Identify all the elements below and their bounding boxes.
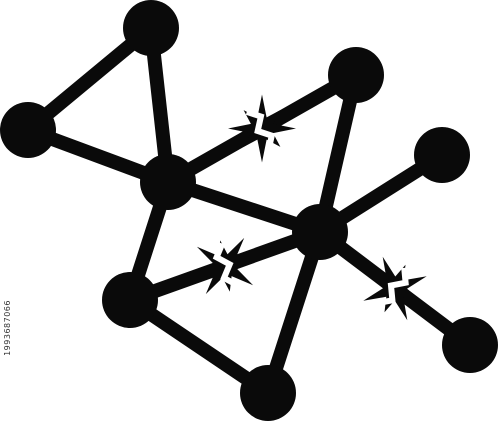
break-mark-n-center-n-upper-right xyxy=(228,94,296,163)
node-bottom xyxy=(240,365,296,421)
graph-edges xyxy=(21,21,477,400)
node-lower-right xyxy=(442,317,498,373)
node-top xyxy=(123,0,179,56)
node-upper-right xyxy=(328,47,384,103)
stock-id-label: 1993687066 xyxy=(3,300,12,356)
crack-burst xyxy=(228,94,296,163)
node-lower-left xyxy=(102,272,158,328)
crack-burst xyxy=(196,237,254,295)
node-center xyxy=(140,154,196,210)
node-left xyxy=(0,102,56,158)
break-mark-n-hub-n-lower-left xyxy=(196,237,254,295)
crack-line xyxy=(377,267,409,307)
edge-n-hub-n-bottom xyxy=(261,225,327,400)
graph-break-marks xyxy=(196,94,427,321)
crack-line xyxy=(212,242,239,288)
crack-burst xyxy=(363,256,427,321)
break-mark-n-hub-n-lower-right xyxy=(363,256,427,321)
crack-line xyxy=(245,109,276,151)
node-right xyxy=(414,127,470,183)
node-hub xyxy=(292,204,348,260)
